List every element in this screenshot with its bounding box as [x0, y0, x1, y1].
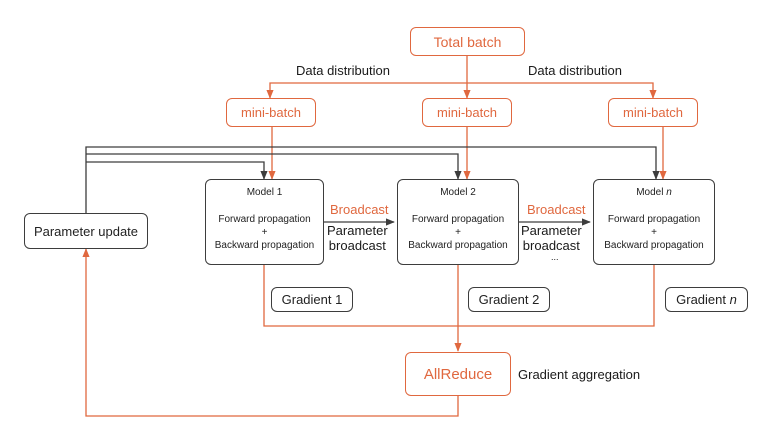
gradient-label: Gradient 1: [281, 292, 343, 307]
model-box-n: Model n Forward propagation + Backward p…: [593, 179, 715, 265]
total-batch-label: Total batch: [433, 33, 502, 50]
mini-batch-label: mini-batch: [623, 105, 683, 120]
mini-batch-label: mini-batch: [437, 105, 497, 120]
total-batch-box: Total batch: [410, 27, 525, 56]
model-box-2: Model 2 Forward propagation + Backward p…: [397, 179, 519, 265]
backward-propagation-label: Backward propagation: [214, 240, 315, 251]
parameter-update-line: [86, 153, 462, 180]
backward-propagation-label: Backward propagation: [604, 240, 704, 251]
gradient-label: Gradient n: [676, 292, 737, 307]
broadcast-label-2: Broadcast: [527, 202, 586, 217]
gradient-label: Gradient 2: [478, 292, 540, 307]
model-title: Model 2: [440, 187, 476, 198]
allreduce-label: AllReduce: [423, 365, 493, 383]
plus-sign: +: [651, 227, 657, 238]
backward-propagation-label: Backward propagation: [408, 240, 508, 251]
data-distribution-label-left: Data distribution: [296, 63, 390, 78]
broadcast-label-1: Broadcast: [330, 202, 389, 217]
model-title: Model 1: [246, 187, 283, 198]
plus-sign: +: [455, 227, 461, 238]
ellipsis: ...: [551, 252, 559, 262]
forward-propagation-label: Forward propagation: [411, 214, 505, 225]
gradient-aggregation-label: Gradient aggregation: [518, 367, 641, 382]
gradient-line: [263, 265, 655, 327]
mini-batch-box-3: mini-batch: [608, 98, 698, 127]
plus-sign: +: [261, 227, 268, 238]
parameter-broadcast-label-2: Parameter broadcast: [521, 223, 582, 253]
mini-batch-box-2: mini-batch: [422, 98, 512, 127]
distribution-line: [266, 82, 467, 99]
gradient-box-1: Gradient 1: [271, 287, 353, 312]
allreduce-box: AllReduce: [405, 352, 511, 396]
forward-propagation-label: Forward propagation: [607, 214, 701, 225]
parameter-update-label: Parameter update: [33, 223, 139, 239]
parameter-update-box: Parameter update: [24, 213, 148, 249]
allreduce-feedback-line: [82, 248, 459, 417]
gradient-box-2: Gradient 2: [468, 287, 550, 312]
parameter-update-line: [86, 161, 268, 180]
mini-batch-label: mini-batch: [241, 105, 301, 120]
mini-batch-box-1: mini-batch: [226, 98, 316, 127]
distribution-line: [467, 82, 657, 99]
model-box-1: Model 1 Forward propagation + Backward p…: [205, 179, 324, 265]
gradient-box-n: Gradient n: [665, 287, 748, 312]
model-title: Model n: [636, 187, 672, 198]
forward-propagation-label: Forward propagation: [218, 214, 311, 225]
parameter-update-line: [85, 146, 660, 213]
parameter-broadcast-label-1: Parameter broadcast: [327, 223, 388, 253]
data-distribution-label-right: Data distribution: [528, 63, 622, 78]
